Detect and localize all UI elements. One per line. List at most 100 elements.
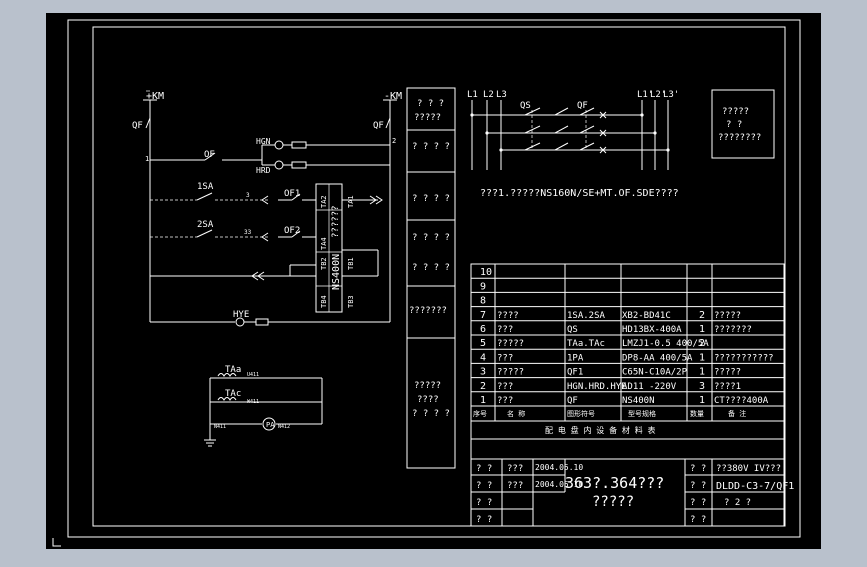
l3-label: L3 — [496, 90, 507, 100]
bom-cell-note: ??????? — [714, 325, 752, 335]
breaker-model-label: NS400N — [331, 254, 342, 290]
w411-label: W411 — [247, 399, 259, 405]
column-cell-6: ??????? — [409, 306, 447, 316]
bom-header-cell: 序号 — [473, 409, 487, 418]
bom-cell-no: 2 — [480, 381, 486, 392]
bom-cell-code: 1PA — [567, 353, 584, 363]
bom-cell-qty: 1 — [699, 324, 705, 335]
bom-cell-qty: 1 — [699, 352, 705, 363]
column-cell-1b: ????? — [414, 113, 441, 123]
column-cell-7b: ???? — [417, 395, 439, 405]
km-minus-label: -KM — [384, 91, 402, 102]
note-box-line2: ? ? — [726, 120, 742, 130]
qf-right-label: QF — [373, 121, 384, 131]
column-cell-4: ? ? ? ? — [412, 233, 450, 243]
label-column: ? ? ? ????? ? ? ? ? ? ? ? ? ? ? ? ? ? ? … — [406, 87, 456, 469]
bom-cell-model: DP8-AA 400/5A — [622, 353, 693, 363]
bom-header-cell: 数量 — [690, 409, 704, 418]
breaker-note: ???1.?????NS160N/SE+MT.OF.SDE???? — [480, 188, 679, 199]
tb-r1-name: ??? — [507, 464, 523, 474]
tb-r4-label: ? ? — [476, 515, 492, 525]
bom-cell-model: XB2-BD41C — [622, 311, 671, 321]
bom-cell-qty: 1 — [699, 367, 705, 378]
bom-cell-qty: 2 — [699, 310, 705, 321]
column-cell-2: ? ? ? ? — [412, 142, 450, 152]
n412-label: N412 — [278, 424, 290, 430]
terminal-tb2: TB2 — [320, 257, 328, 270]
terminal-ta1: TA1 — [347, 195, 355, 208]
wire3-label: 3 — [246, 192, 250, 199]
bom-header-cell: 图形符号 — [567, 409, 595, 418]
qs-label: QS — [520, 101, 531, 111]
node1-label: 1 — [145, 155, 149, 163]
bom-cell-no: 9 — [480, 281, 486, 292]
bom-cell-model: LMZJ1-0.5 400/5A — [622, 339, 709, 349]
column-cell-1a: ? ? ? — [417, 99, 444, 109]
bom-title: 配 电 盘 内 设 备 材 料 表 — [545, 425, 656, 435]
bom-cell-note: ????? — [714, 311, 741, 321]
bom-cell-name: ???? — [497, 311, 519, 321]
qf-left-label: QF — [132, 121, 143, 131]
note-box: ????? ? ? ???????? — [711, 89, 775, 159]
n411-label: N411 — [214, 424, 226, 430]
ta-a-label: TAa — [225, 365, 241, 375]
tb-r1-label: ? ? — [476, 464, 492, 474]
tb-r1-date: 2004.05.10 — [535, 463, 583, 472]
note-box-line1: ????? — [722, 107, 749, 117]
tb-right-value1: ??380V IV??? — [716, 464, 781, 474]
column-cell-3: ? ? ? ? — [412, 194, 450, 204]
bom-cell-model: NS400N — [622, 396, 655, 406]
bom-cell-no: 4 — [480, 352, 486, 363]
l1-label: L1 — [467, 90, 478, 100]
bom-cell-name: ??? — [497, 325, 513, 335]
tb-right-value2: DLDD-C3-7/QF1 — [716, 481, 794, 492]
sa2-label: 2SA — [197, 220, 214, 230]
bom-cell-code: QF — [567, 396, 578, 406]
tb-right-label1: ? ? — [690, 464, 706, 474]
drawing-title: 363?.364??? — [565, 474, 664, 492]
drawing-subtitle: ????? — [592, 494, 634, 510]
bom-cell-model: AD11 -220V — [622, 382, 677, 392]
outer-frame — [67, 19, 801, 538]
bom-cell-name: ????? — [497, 368, 524, 378]
hgn-lamp-label: HGN — [256, 137, 271, 146]
control-labels: +KM -KM QF QF 1 2 OF HGN HRD 1SA 2SA 3 3… — [132, 90, 402, 320]
hye-lamp-label: HYE — [233, 310, 249, 320]
terminal-tb4: TB4 — [320, 295, 328, 308]
terminal-tb1: TB1 — [347, 257, 355, 270]
l2-label: L2 — [483, 90, 494, 100]
column-cell-7a: ????? — [414, 381, 441, 391]
control-circuit — [143, 99, 397, 327]
bom-cell-name: ??? — [497, 353, 513, 363]
hrd-lamp-label: HRD — [256, 166, 271, 175]
bom-header-cell: 备 注 — [728, 409, 746, 418]
column-cell-7c: ? ? ? ? — [412, 409, 450, 419]
l3p-label: L3' — [663, 90, 679, 100]
tb-right-label4: ? ? — [690, 515, 706, 525]
bom-cell-qty: 1 — [699, 395, 705, 406]
bom-cell-code: HGN.HRD.HYE — [567, 382, 627, 392]
bom-cell-note: ????? — [714, 368, 741, 378]
tb-r2-date: 2004.05.10 — [535, 480, 583, 489]
km-plus-label: +KM — [146, 91, 164, 102]
bom-cell-note: ??????????? — [714, 353, 774, 363]
bom-cell-note: ????1 — [714, 382, 741, 392]
bom-cell-code: 1SA.2SA — [567, 311, 606, 321]
of2-label: OF2 — [284, 226, 300, 236]
bom-cell-name: ??? — [497, 396, 513, 406]
ct-circuit: PA TAa TAc U411 W411 N411 N412 — [204, 365, 323, 447]
qf-main-label: QF — [577, 101, 588, 111]
l1p-label: L1' — [637, 90, 653, 100]
note-box-line3: ???????? — [718, 133, 761, 143]
wire33-label: 33 — [244, 229, 252, 236]
bom-cell-qty: 3 — [699, 381, 705, 392]
terminal-ta2: TA2 — [320, 195, 328, 208]
tb-right-label3: ? ? — [690, 498, 706, 508]
tb-r3-label: ? ? — [476, 498, 492, 508]
primary-circuit: L1 L2 L3 L1' L2' L3' QS QF — [467, 90, 679, 170]
tb-right-value3: ? 2 ? — [724, 498, 751, 508]
of-contact-label: OF — [204, 150, 215, 160]
bom-cell-no: 7 — [480, 310, 486, 321]
